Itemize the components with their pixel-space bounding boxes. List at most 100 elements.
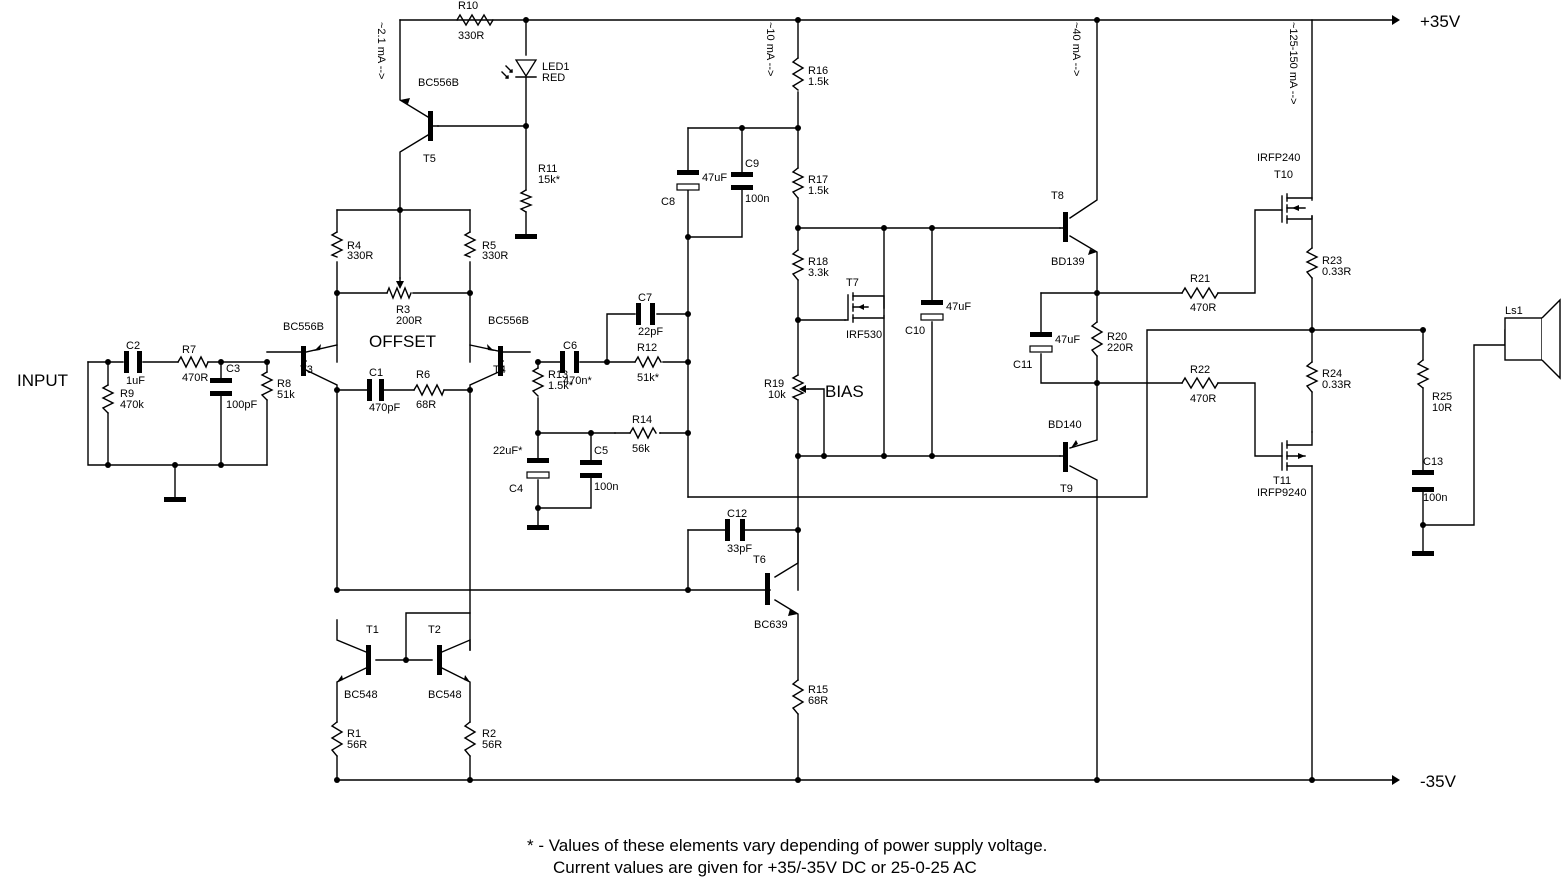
- label-r8-value: 51k: [277, 389, 295, 401]
- loudspeaker-ls1: [1504, 298, 1561, 380]
- label-c3-value: 100pF: [226, 399, 257, 411]
- label-t10-value: IRFP240: [1257, 152, 1300, 164]
- label-r15-value: 68R: [808, 695, 828, 707]
- r25-symbol: [1416, 359, 1430, 389]
- c10-symbol: [921, 300, 943, 305]
- label-c9-ref: C9: [745, 158, 759, 170]
- label-t3-ref: T3: [300, 364, 313, 376]
- label-r15-ref: R15: [808, 684, 828, 696]
- label-r1-value: 56R: [347, 739, 367, 751]
- t2-base: [437, 645, 442, 675]
- label-r21-value: 470R: [1190, 302, 1216, 314]
- label-c5-value: 100n: [594, 481, 618, 493]
- label-r13-ref: R13: [548, 369, 568, 381]
- input-label: INPUT: [17, 371, 68, 390]
- junction-dots: [105, 17, 1426, 783]
- emitter-arrows: [314, 98, 1097, 682]
- label-c7-value: 22pF: [638, 326, 663, 338]
- label-r25-value: 10R: [1432, 402, 1452, 414]
- label-t7-value: IRF530: [846, 329, 882, 341]
- r10-symbol: [456, 13, 494, 27]
- r20-symbol: [1090, 321, 1104, 357]
- label-c3-ref: C3: [226, 363, 240, 375]
- resistors: [101, 13, 1430, 757]
- label-r3-value: 200R: [396, 315, 422, 327]
- r7-symbol: [177, 355, 209, 369]
- label-t2-value: BC548: [428, 689, 462, 701]
- r11-symbol: [519, 189, 533, 213]
- r5-symbol: [463, 231, 477, 258]
- label-r24-value: 0.33R: [1322, 379, 1351, 391]
- label-r2-ref: R2: [482, 728, 496, 740]
- c9-symbol: [731, 172, 753, 177]
- label-t5-value: BC556B: [418, 77, 459, 89]
- label-r16-ref: R16: [808, 65, 828, 77]
- label-t1-value: BC548: [344, 689, 378, 701]
- label-r25-ref: R25: [1432, 391, 1452, 403]
- label-r2-value: 56R: [482, 739, 502, 751]
- label-r16-value: 1.5k: [808, 76, 829, 88]
- wires: [87, 19, 1506, 781]
- label-r19-ref: R19: [764, 378, 784, 390]
- label-t3-value: BC556B: [283, 321, 324, 333]
- label-c12-ref: C12: [727, 508, 747, 520]
- label-r6-ref: R6: [416, 369, 430, 381]
- offset-label: OFFSET: [369, 332, 436, 351]
- label-c5-ref: C5: [594, 445, 608, 457]
- r2-symbol: [463, 721, 477, 757]
- label-r4-value: 330R: [347, 250, 373, 262]
- led1-symbol: [501, 59, 538, 79]
- label-r23-ref: R23: [1322, 255, 1342, 267]
- t1-base: [366, 645, 371, 675]
- r18-symbol: [791, 249, 805, 281]
- label-ls1-ref: Ls1: [1505, 305, 1523, 317]
- label-c7-ref: C7: [638, 292, 652, 304]
- t9-base: [1063, 442, 1068, 472]
- footnote-line1: * - Values of these elements vary depend…: [527, 836, 1047, 855]
- label-c10-value: 47uF: [946, 301, 971, 313]
- label-c4-ref: C4: [509, 483, 523, 495]
- r21-symbol: [1181, 286, 1219, 300]
- c13-symbol: [1412, 470, 1434, 475]
- c12-symbol: [725, 519, 730, 541]
- label-r20-value: 220R: [1107, 342, 1133, 354]
- label-t8-ref: T8: [1051, 190, 1064, 202]
- c11-symbol: [1030, 332, 1052, 337]
- r13-symbol: [531, 367, 545, 397]
- t8-base: [1063, 212, 1068, 242]
- label-r18-value: 3.3k: [808, 267, 829, 279]
- current-r16: ~10 mA -->: [764, 22, 776, 76]
- label-c11-value: 47uF: [1055, 334, 1080, 346]
- r4-symbol: [330, 231, 344, 258]
- label-r17-ref: R17: [808, 174, 828, 186]
- label-r14-value: 56k: [632, 443, 650, 455]
- label-t6-value: BC639: [754, 619, 788, 631]
- label-r13-value: 1.5k*: [548, 380, 574, 392]
- r9-symbol: [101, 384, 115, 414]
- r16-symbol: [791, 57, 805, 91]
- label-c1-value: 470pF: [369, 402, 400, 414]
- capacitors: [124, 170, 1434, 541]
- label-c2-value: 1uF: [126, 375, 145, 387]
- rail-pos-label: +35V: [1420, 12, 1461, 31]
- label-t1-ref: T1: [366, 624, 379, 636]
- c4-symbol: [527, 458, 549, 463]
- label-t4-value: BC556B: [488, 315, 529, 327]
- t4-base: [498, 346, 503, 376]
- label-r10-ref: R10: [458, 0, 478, 12]
- r19-symbol: [791, 374, 805, 401]
- rail-arrows: [1392, 15, 1400, 785]
- label-r5-ref: R5: [482, 240, 496, 252]
- c8-symbol: [677, 170, 699, 175]
- label-r18-ref: R18: [808, 256, 828, 268]
- label-c2-ref: C2: [126, 340, 140, 352]
- t5-base: [428, 111, 433, 141]
- r22-symbol: [1181, 376, 1219, 390]
- pot-wipers: [396, 277, 809, 393]
- transistor-bases: [301, 111, 1068, 675]
- label-t11-value: IRFP9240: [1257, 487, 1307, 499]
- label-t6-ref: T6: [753, 554, 766, 566]
- label-r14-ref: R14: [632, 414, 652, 426]
- label-r23-value: 0.33R: [1322, 266, 1351, 278]
